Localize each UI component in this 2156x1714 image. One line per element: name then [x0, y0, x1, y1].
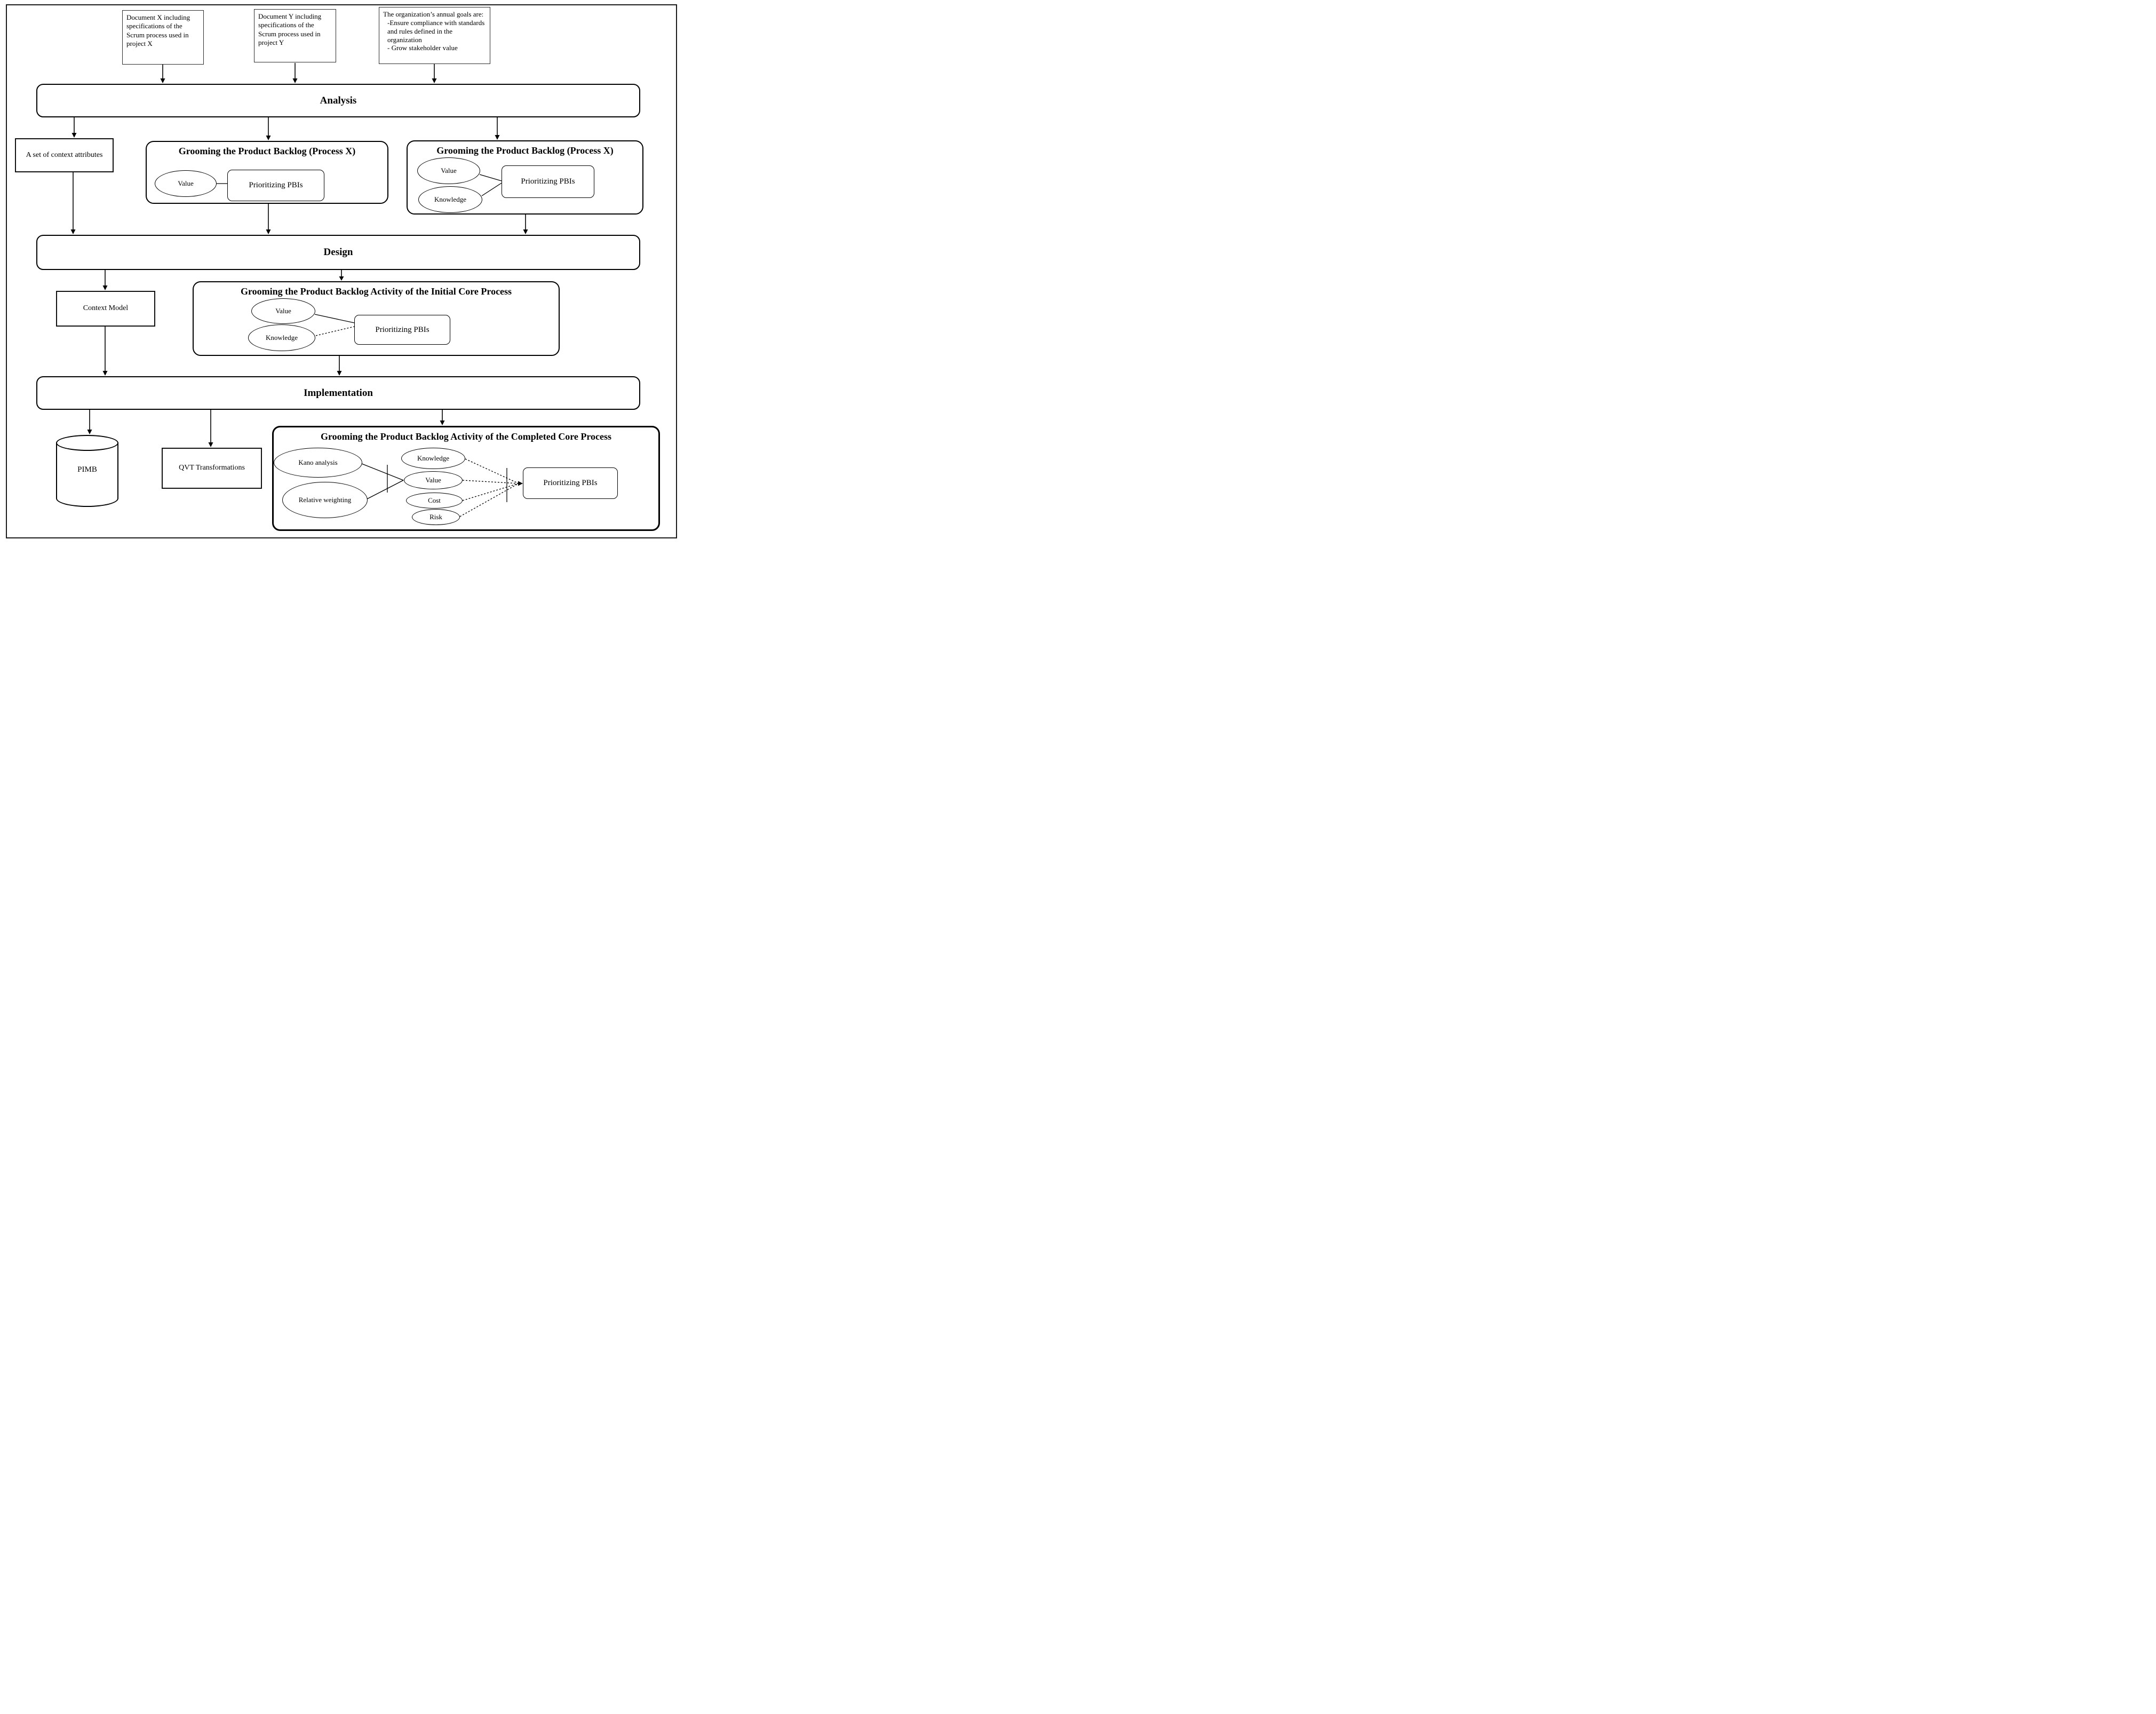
value-ellipse: Value	[251, 298, 315, 324]
prioritizing-pbis-box: Prioritizing PBIs	[502, 165, 594, 198]
risk-ellipse: Risk	[412, 509, 460, 525]
design-phase-bar: Design	[36, 235, 640, 270]
kano-analysis-ellipse: Kano analysis	[274, 448, 362, 478]
grooming-initial-core-title: Grooming the Product Backlog Activity of…	[240, 286, 512, 297]
pimb-label: PIMB	[77, 465, 97, 474]
implementation-phase-bar: Implementation	[36, 376, 640, 410]
prioritizing-pbis-box: Prioritizing PBIs	[354, 315, 450, 345]
value-ellipse: Value	[417, 157, 480, 184]
context-attributes-label: A set of context attributes	[26, 150, 103, 159]
grooming-process-x-right-title: Grooming the Product Backlog (Process X)	[436, 145, 614, 156]
process-diagram: Document X including specifications of t…	[0, 0, 683, 543]
kano-analysis-label: Kano analysis	[298, 458, 338, 466]
cost-ellipse: Cost	[406, 493, 463, 509]
annual-goals-item: -Ensure compliance with standards and ru…	[387, 18, 485, 44]
value-label: Value	[275, 306, 291, 315]
value-label: Value	[178, 179, 194, 187]
context-model-label: Context Model	[83, 304, 129, 313]
context-model-box: Context Model	[56, 291, 155, 327]
pimb-cylinder-top	[56, 435, 118, 451]
knowledge-label: Knowledge	[266, 333, 298, 342]
value-ellipse: Value	[155, 170, 217, 197]
prioritizing-pbis-label: Prioritizing PBIs	[249, 181, 303, 189]
analysis-label: Analysis	[320, 94, 357, 106]
context-attributes-box: A set of context attributes	[15, 138, 114, 172]
knowledge-label: Knowledge	[434, 195, 466, 203]
risk-label: Risk	[429, 512, 442, 521]
annual-goals-item: - Grow stakeholder value	[387, 44, 458, 52]
grooming-completed-core-title: Grooming the Product Backlog Activity of…	[320, 431, 612, 442]
pimb-cylinder-body	[56, 442, 118, 507]
knowledge-ellipse: Knowledge	[418, 186, 482, 213]
relative-weighting-ellipse: Relative weighting	[282, 482, 368, 518]
annual-goals-intro: The organization’s annual goals are:	[383, 10, 484, 18]
prioritizing-pbis-box: Prioritizing PBIs	[523, 467, 618, 499]
knowledge-ellipse: Knowledge	[248, 324, 315, 351]
value-label: Value	[441, 166, 457, 174]
qvt-transformations-label: QVT Transformations	[179, 464, 245, 472]
cost-label: Cost	[428, 496, 441, 504]
prioritizing-pbis-label: Prioritizing PBIs	[521, 177, 575, 186]
design-label: Design	[323, 247, 353, 258]
prioritizing-pbis-label: Prioritizing PBIs	[543, 479, 598, 487]
value-ellipse: Value	[404, 471, 463, 489]
relative-weighting-label: Relative weighting	[298, 495, 352, 504]
annual-goals-box: The organization’s annual goals are: -En…	[379, 7, 490, 64]
prioritizing-pbis-label: Prioritizing PBIs	[375, 325, 429, 334]
knowledge-label: Knowledge	[417, 454, 449, 462]
prioritizing-pbis-box: Prioritizing PBIs	[227, 170, 324, 201]
grooming-process-x-left-title: Grooming the Product Backlog (Process X)	[178, 146, 356, 156]
analysis-phase-bar: Analysis	[36, 84, 640, 117]
implementation-label: Implementation	[304, 387, 373, 399]
pimb-cylinder: PIMB	[56, 459, 118, 480]
qvt-transformations-box: QVT Transformations	[162, 448, 262, 489]
knowledge-ellipse: Knowledge	[401, 448, 465, 469]
document-x-box: Document X including specifications of t…	[122, 10, 204, 65]
value-label: Value	[425, 475, 441, 484]
document-y-box: Document Y including specifications of t…	[254, 9, 336, 62]
